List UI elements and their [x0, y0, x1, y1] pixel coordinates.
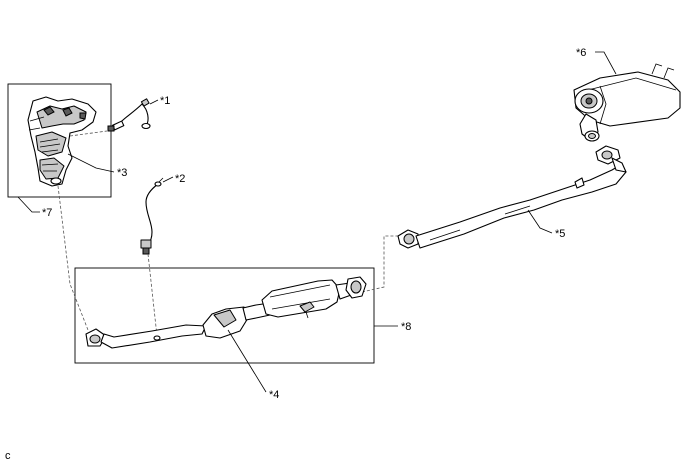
dashed-line-sensor1 — [69, 130, 108, 137]
leader-c3 — [67, 153, 115, 173]
corner-code: c — [5, 450, 11, 462]
exhaust-manifold[interactable] — [27, 96, 97, 187]
callout-2: *2 — [175, 173, 185, 185]
dashed-line-pipe-to-tailpipe — [361, 235, 398, 293]
callout-8: *8 — [401, 321, 411, 333]
front-exhaust-pipe-assembly[interactable] — [85, 276, 367, 349]
leader-c6 — [595, 51, 617, 75]
callout-4: *4 — [269, 389, 279, 401]
leader-c2 — [162, 176, 174, 183]
callout-6: *6 — [576, 47, 586, 59]
leader-c4 — [227, 329, 267, 393]
callout-1: *1 — [160, 95, 170, 107]
leader-c5 — [527, 209, 553, 234]
dashed-line-sensor2-to-pipe — [147, 253, 158, 337]
air-fuel-ratio-sensor[interactable] — [107, 98, 151, 132]
tail-exhaust-pipe[interactable] — [397, 145, 627, 249]
leader-c7 — [17, 196, 40, 213]
tail-muffler[interactable] — [573, 63, 681, 142]
callout-5: *5 — [555, 228, 565, 240]
leader-c1 — [149, 99, 159, 105]
callout-3: *3 — [117, 167, 127, 179]
callout-7: *7 — [42, 207, 52, 219]
heated-oxygen-sensor[interactable] — [140, 177, 164, 255]
group-frame-8 — [74, 267, 375, 364]
dashed-line-manifold-to-pipe — [57, 185, 89, 331]
